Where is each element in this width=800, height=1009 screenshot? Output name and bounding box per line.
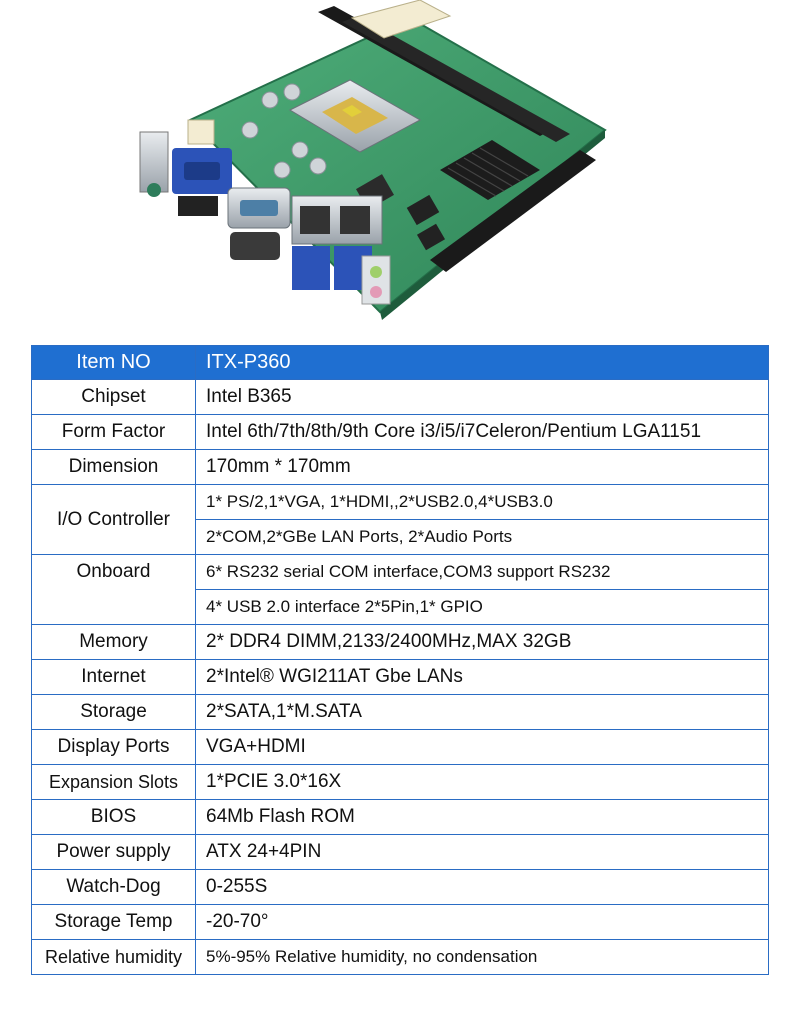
- table-row: I/O Controller 1* PS/2,1*VGA, 1*HDMI,,2*…: [31, 484, 769, 555]
- table-row: Storage Temp -20-70°: [31, 904, 769, 940]
- row-label: Power supply: [31, 834, 196, 870]
- table-row: Chipset Intel B365: [31, 379, 769, 415]
- table-row: Storage 2*SATA,1*M.SATA: [31, 694, 769, 730]
- row-value: VGA+HDMI: [195, 729, 769, 765]
- row-value: -20-70°: [195, 904, 769, 940]
- table-row: Power supply ATX 24+4PIN: [31, 834, 769, 870]
- row-value: 0-255S: [195, 869, 769, 905]
- table-row: Display Ports VGA+HDMI: [31, 729, 769, 765]
- pcb-board: [188, 16, 607, 314]
- row-value: 2* DDR4 DIMM,2133/2400MHz,MAX 32GB: [195, 624, 769, 660]
- pcie-slot: [430, 150, 596, 272]
- row-label: Display Ports: [31, 729, 196, 765]
- table-row: Watch-Dog 0-255S: [31, 869, 769, 905]
- table-row: Form Factor Intel 6th/7th/8th/9th Core i…: [31, 414, 769, 450]
- row-value: 5%-95% Relative humidity, no condensatio…: [195, 939, 769, 975]
- row-label: Form Factor: [31, 414, 196, 450]
- atx-connector: [350, 0, 452, 39]
- row-value: Intel B365: [195, 379, 769, 415]
- row-label: I/O Controller: [31, 484, 196, 555]
- row-value: 1* PS/2,1*VGA, 1*HDMI,,2*USB2.0,4*USB3.0: [195, 484, 769, 520]
- row-value: 1*PCIE 3.0*16X: [195, 764, 769, 800]
- row-label: Watch-Dog: [31, 869, 196, 905]
- spec-table: Item NO ITX-P360 Chipset Intel B365 Form…: [31, 345, 769, 975]
- row-value: 2*COM,2*GBe LAN Ports, 2*Audio Ports: [195, 519, 769, 555]
- dimm-slot: [342, 16, 570, 142]
- row-label: Dimension: [31, 449, 196, 485]
- table-row: Internet 2*Intel® WGI211AT Gbe LANs: [31, 659, 769, 695]
- com-port: [230, 232, 280, 260]
- row-label: Relative humidity: [31, 939, 196, 975]
- row-label: Expansion Slots: [31, 764, 196, 800]
- chipset-heatsink: [440, 140, 540, 200]
- cpu-power-connector: [187, 119, 215, 145]
- table-row: Memory 2* DDR4 DIMM,2133/2400MHz,MAX 32G…: [31, 624, 769, 660]
- header-value: ITX-P360: [195, 345, 769, 380]
- row-value: 170mm * 170mm: [195, 449, 769, 485]
- table-row: Dimension 170mm * 170mm: [31, 449, 769, 485]
- table-row: Onboard 6* RS232 serial COM interface,CO…: [31, 554, 769, 625]
- hdmi-port: [178, 196, 218, 216]
- row-value: ATX 24+4PIN: [195, 834, 769, 870]
- row-label: Internet: [31, 659, 196, 695]
- row-label: Memory: [31, 624, 196, 660]
- table-row: Expansion Slots 1*PCIE 3.0*16X: [31, 764, 769, 800]
- row-value: Intel 6th/7th/8th/9th Core i3/i5/i7Celer…: [195, 414, 769, 450]
- motherboard-image: [139, 0, 607, 320]
- row-label: BIOS: [31, 799, 196, 835]
- usb3-port: [292, 246, 330, 290]
- row-value: 4* USB 2.0 interface 2*5Pin,1* GPIO: [195, 589, 769, 625]
- row-label: Storage Temp: [31, 904, 196, 940]
- table-row: 2*COM,2*GBe LAN Ports, 2*Audio Ports: [32, 519, 769, 555]
- row-label: Chipset: [31, 379, 196, 415]
- table-header-row: Item NO ITX-P360: [31, 345, 769, 380]
- table-row: Relative humidity 5%-95% Relative humidi…: [31, 939, 769, 975]
- row-label: Onboard: [31, 554, 196, 625]
- row-value: 2*SATA,1*M.SATA: [195, 694, 769, 730]
- row-value: 6* RS232 serial COM interface,COM3 suppo…: [195, 554, 769, 590]
- row-value: 64Mb Flash ROM: [195, 799, 769, 835]
- table-row: BIOS 64Mb Flash ROM: [31, 799, 769, 835]
- header-label: Item NO: [31, 345, 196, 380]
- row-value: 2*Intel® WGI211AT Gbe LANs: [195, 659, 769, 695]
- row-label: Storage: [31, 694, 196, 730]
